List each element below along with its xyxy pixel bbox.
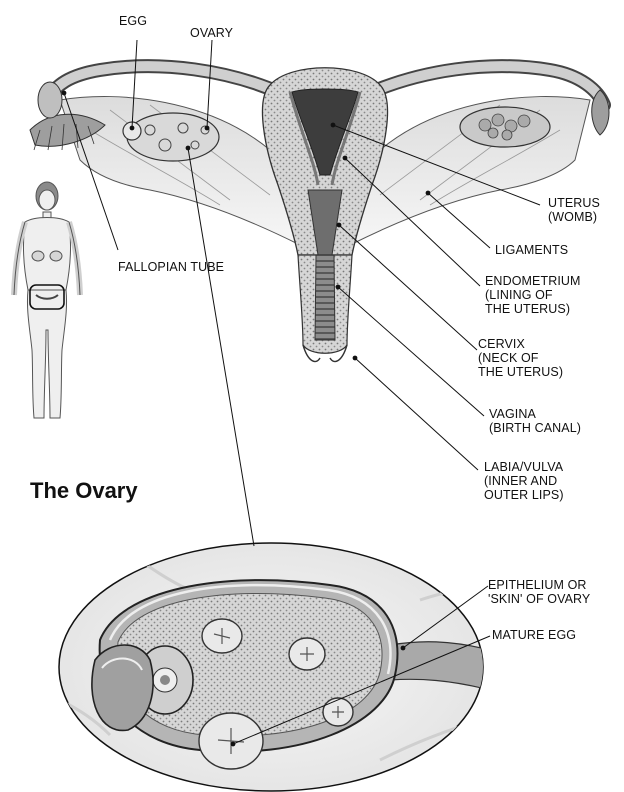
label-vagina: VAGINA(BIRTH CANAL) (489, 407, 581, 435)
section-heading: The Ovary (30, 478, 138, 504)
label-ovary: OVARY (190, 26, 233, 40)
uterus-illustration (30, 66, 609, 361)
label-epithelium: EPITHELIUM OR'SKIN' OF OVARY (488, 578, 590, 606)
label-uterus: UTERUS(WOMB) (548, 196, 600, 224)
label-ligaments: LIGAMENTS (495, 243, 568, 257)
ovary-magnified-view (59, 543, 500, 791)
label-fallopian-tube: FALLOPIAN TUBE (118, 260, 224, 274)
label-egg: EGG (119, 14, 147, 28)
label-mature-egg: MATURE EGG (492, 628, 576, 642)
female-figure (14, 182, 80, 418)
